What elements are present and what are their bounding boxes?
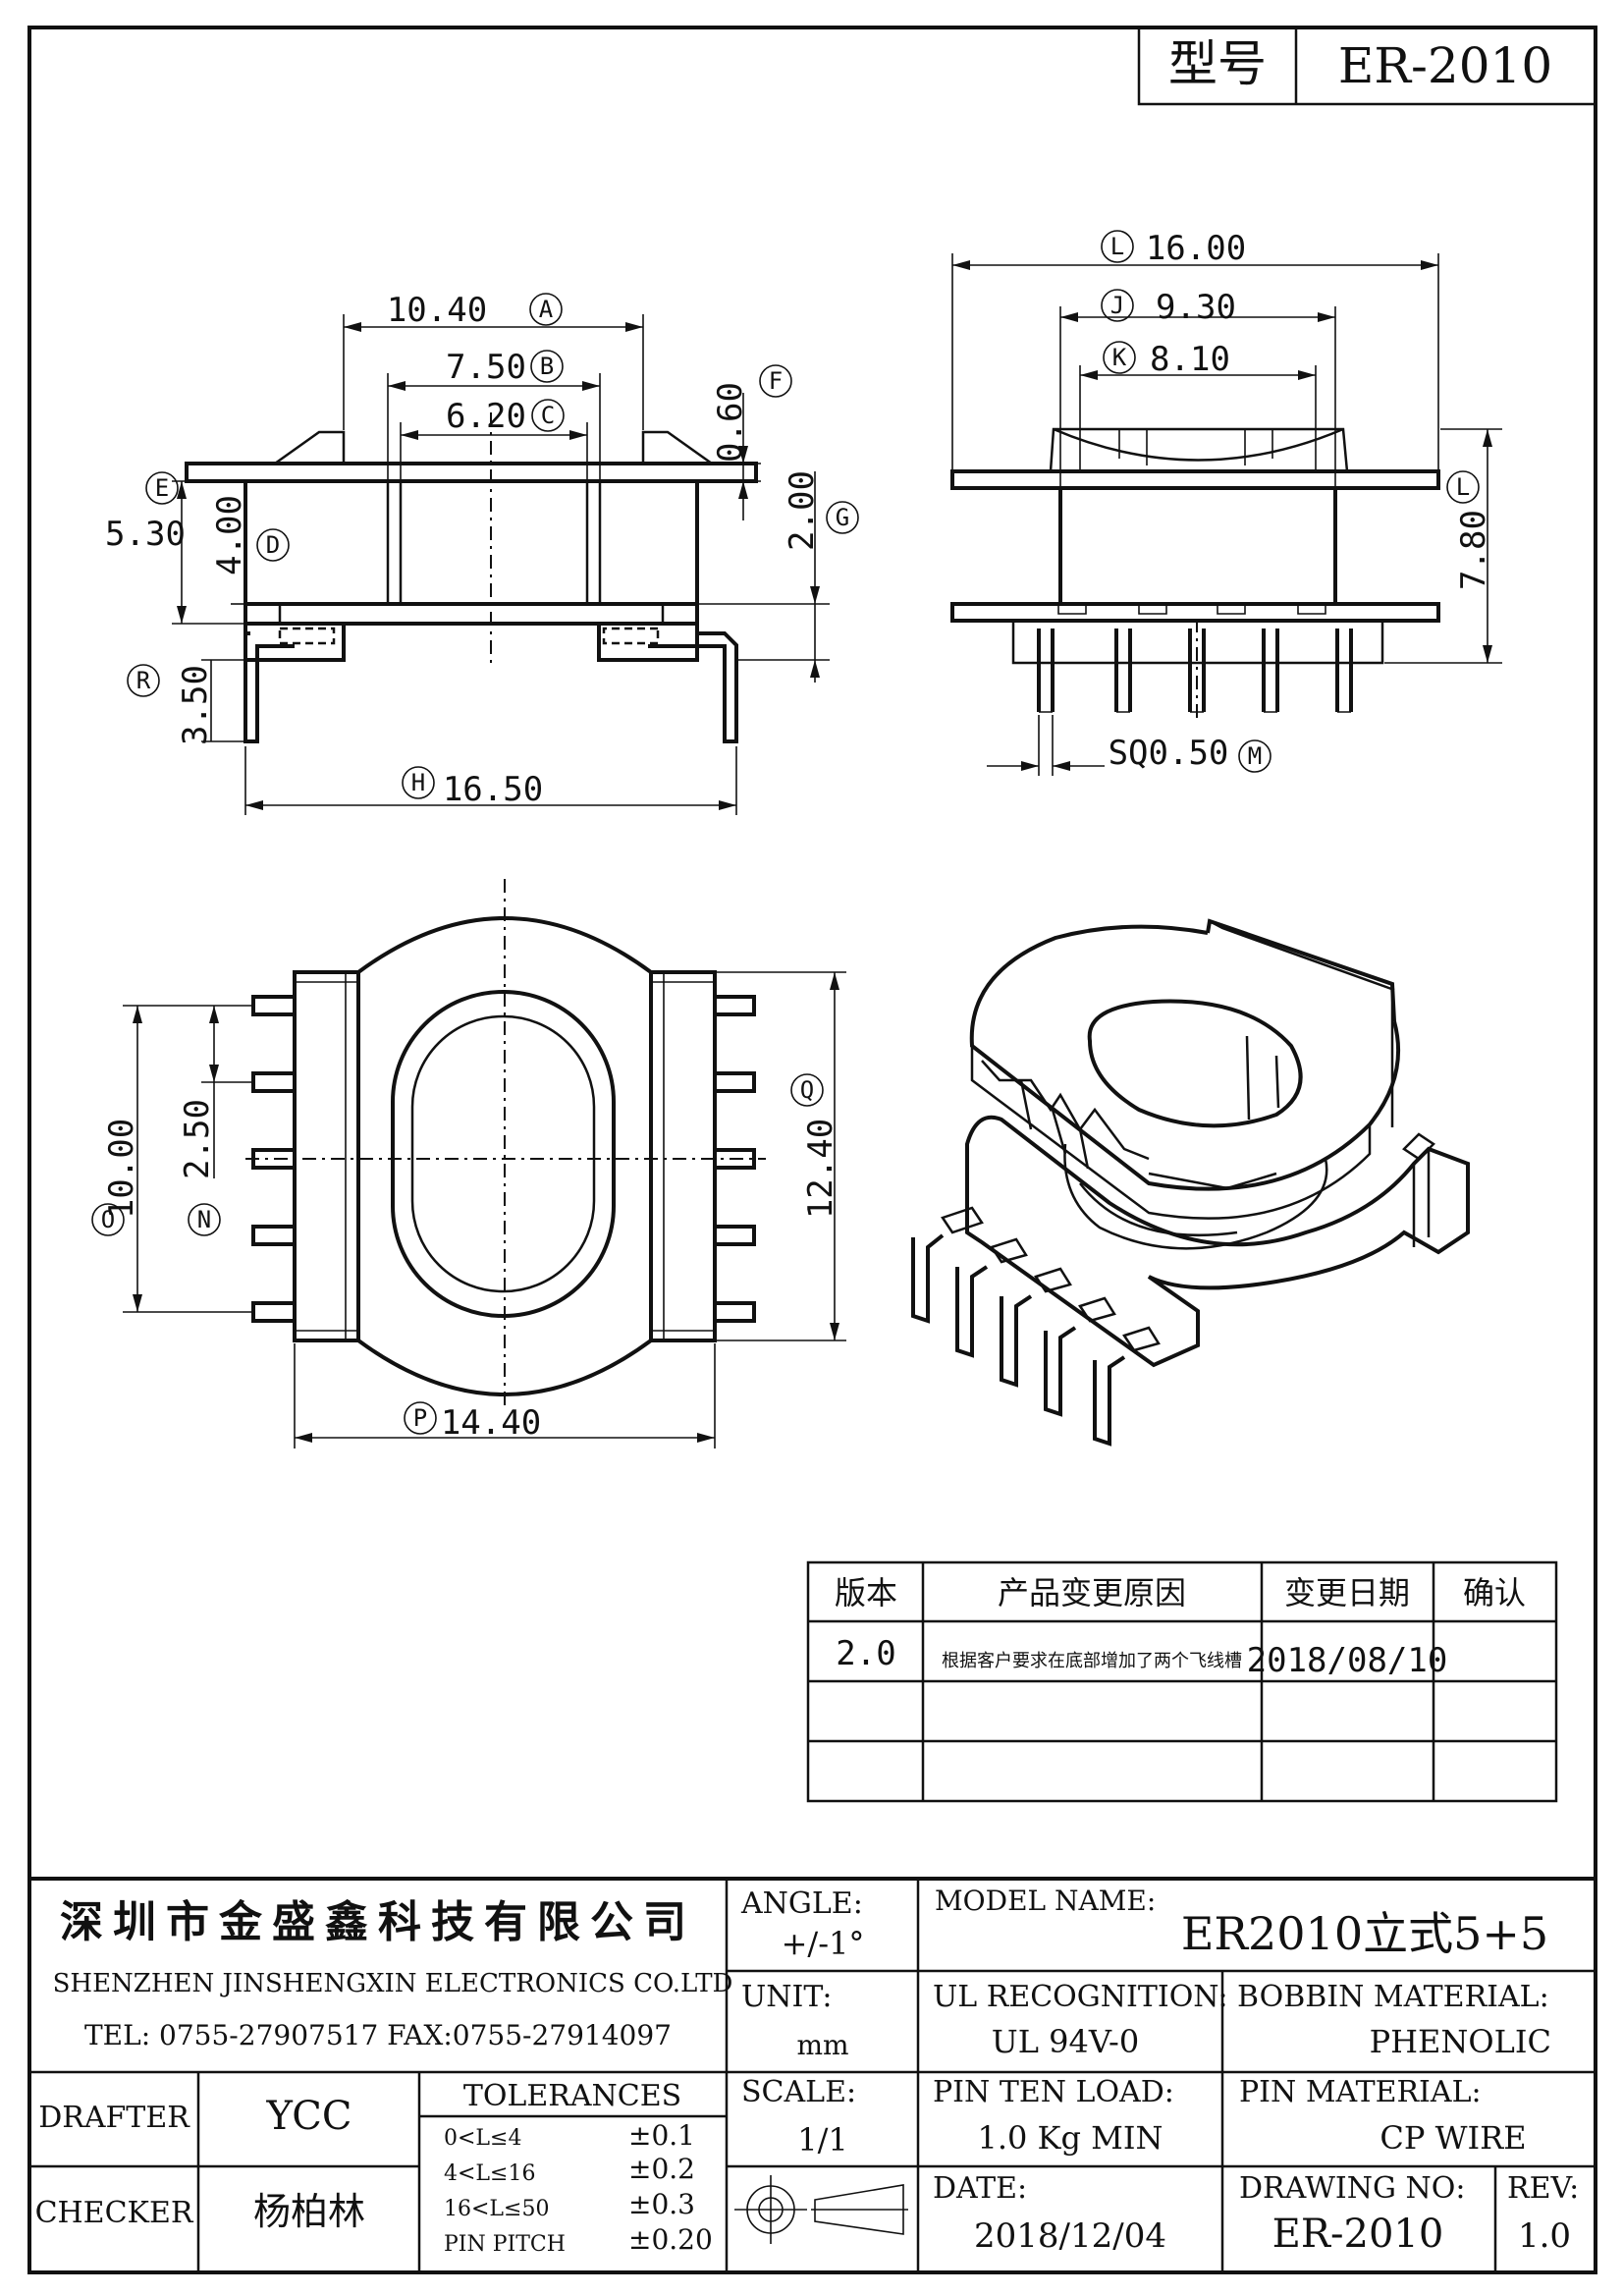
rev-header-reason: 产品变更原因 [998, 1574, 1186, 1612]
isometric-view [911, 918, 1470, 1447]
dim-d-label: D [266, 531, 280, 559]
dim-q-label: Q [800, 1076, 814, 1104]
ul-value: UL 94V-0 [992, 2023, 1139, 2060]
dim-k-label: K [1112, 344, 1127, 371]
scale-value: 1/1 [797, 2121, 848, 2159]
front-view-dims: 10.40 A 7.50 B 6.20 C 0.60 F 5.30 E 4.00… [105, 291, 859, 815]
drawing-no-label: DRAWING NO: [1239, 2171, 1465, 2206]
dim-b-label: B [540, 353, 554, 380]
tolerances-label: TOLERANCES [463, 2079, 681, 2113]
dim-l-top-value: 16.00 [1146, 229, 1246, 268]
dim-l-top-label: L [1110, 233, 1124, 260]
dim-p-label: P [413, 1404, 427, 1432]
checker-label: CHECKER [35, 2196, 194, 2230]
drafter-value: YCC [266, 2094, 352, 2139]
model-name-value: ER2010立式5+5 [1181, 1907, 1548, 1960]
model-label: 型号 [1168, 35, 1267, 92]
dim-h-label: H [411, 769, 425, 796]
dim-k-value: 8.10 [1150, 340, 1230, 379]
top-view [245, 879, 766, 1409]
company-cn: 深圳市金盛鑫科技有限公司 [60, 1897, 696, 1947]
dim-m-label: M [1248, 742, 1262, 770]
side-view [950, 427, 1440, 722]
dim-a-label: A [539, 296, 554, 323]
dim-h-value: 16.50 [443, 770, 543, 809]
dim-c-value: 6.20 [446, 397, 526, 436]
tol-range-2: 4<L≤16 [444, 2161, 535, 2186]
drafter-label: DRAFTER [38, 2101, 190, 2135]
rev-header-confirm: 确认 [1463, 1574, 1526, 1612]
pin-load-label: PIN TEN LOAD: [933, 2075, 1174, 2109]
front-view [185, 412, 758, 743]
tol-value-3: ±0.3 [628, 2188, 695, 2220]
dim-o-value: 10.00 [102, 1119, 141, 1219]
tol-value-2: ±0.2 [628, 2153, 695, 2185]
unit-label: UNIT: [741, 1980, 832, 2014]
model-name-label: MODEL NAME: [935, 1885, 1156, 1917]
date-label: DATE: [933, 2171, 1027, 2206]
dim-e-value: 5.30 [105, 515, 186, 554]
dim-o-label: O [101, 1206, 115, 1233]
dim-r-value: 3.50 [176, 665, 215, 745]
dim-l-side-value: 7.80 [1454, 510, 1493, 590]
pin-load-value: 1.0 Kg MIN [977, 2119, 1163, 2157]
dim-b-value: 7.50 [446, 348, 526, 387]
tol-range-3: 16<L≤50 [444, 2197, 549, 2221]
scale-label: SCALE: [741, 2075, 856, 2109]
rev-row-reason: 根据客户要求在底部增加了两个飞线槽 [942, 1651, 1242, 1671]
dim-j-value: 9.30 [1156, 288, 1236, 327]
tol-value-4: ±0.20 [628, 2223, 713, 2256]
dim-g-value: 2.00 [783, 470, 822, 551]
top-view-dims: 10.00 O 2.50 N Q 12.40 P 14.40 [91, 971, 846, 1449]
checker-value: 杨柏林 [253, 2190, 365, 2233]
rev-row-date: 2018/08/10 [1247, 1641, 1448, 1680]
dim-n-label: N [197, 1206, 211, 1233]
revision-table: 版本 产品变更原因 变更日期 确认 2.0 根据客户要求在底部增加了两个飞线槽 … [806, 1560, 1558, 1803]
rev-label: REV: [1507, 2171, 1579, 2206]
company-en: SHENZHEN JINSHENGXIN ELECTRONICS CO.LTD [53, 1969, 733, 1998]
dim-e-label: E [155, 474, 169, 502]
tol-range-1: 0<L≤4 [444, 2126, 521, 2151]
side-view-dims: L 16.00 J 9.30 K 8.10 L 7.80 SQ0.50 M [951, 229, 1502, 776]
pin-material-value: CP WIRE [1380, 2119, 1526, 2157]
dim-l-side-label: L [1456, 473, 1470, 501]
dim-f-label: F [769, 367, 783, 395]
dim-n-value: 2.50 [178, 1099, 217, 1179]
projection-symbol [734, 2175, 908, 2244]
dim-f-value: 0.60 [711, 382, 750, 463]
dim-g-label: G [836, 504, 849, 531]
model-value: ER-2010 [1338, 37, 1552, 94]
company-contact: TEL: 0755-27907517 FAX:0755-27914097 [84, 2019, 672, 2051]
tol-range-4: PIN PITCH [444, 2232, 566, 2257]
tol-value-1: ±0.1 [628, 2119, 695, 2152]
angle-value: +/-1° [782, 1925, 865, 1962]
dim-c-label: C [541, 402, 555, 429]
rev-header-date: 变更日期 [1284, 1574, 1410, 1612]
drawing-no-value: ER-2010 [1272, 2212, 1444, 2257]
dim-j-label: J [1110, 292, 1124, 319]
rev-value: 1.0 [1518, 2216, 1571, 2256]
date-value: 2018/12/04 [974, 2216, 1166, 2256]
dim-a-value: 10.40 [387, 291, 487, 330]
angle-label: ANGLE: [740, 1886, 863, 1921]
model-header: 型号 ER-2010 [1137, 26, 1597, 106]
dim-d-value: 4.00 [210, 495, 249, 575]
dim-p-value: 14.40 [441, 1403, 541, 1443]
dim-m-value: SQ0.50 [1109, 734, 1229, 773]
bobbin-label: BOBBIN MATERIAL: [1237, 1980, 1549, 2014]
rev-row-version: 2.0 [836, 1634, 895, 1673]
ul-label: UL RECOGNITION: [933, 1980, 1228, 2014]
title-block: 深圳市金盛鑫科技有限公司 SHENZHEN JINSHENGXIN ELECTR… [27, 1877, 1597, 2274]
pin-material-label: PIN MATERIAL: [1239, 2075, 1482, 2109]
dim-r-label: R [136, 667, 151, 694]
dim-q-value: 12.40 [801, 1119, 840, 1219]
rev-header-version: 版本 [835, 1574, 897, 1612]
bobbin-value: PHENOLIC [1370, 2023, 1551, 2060]
unit-value: mm [796, 2029, 848, 2061]
